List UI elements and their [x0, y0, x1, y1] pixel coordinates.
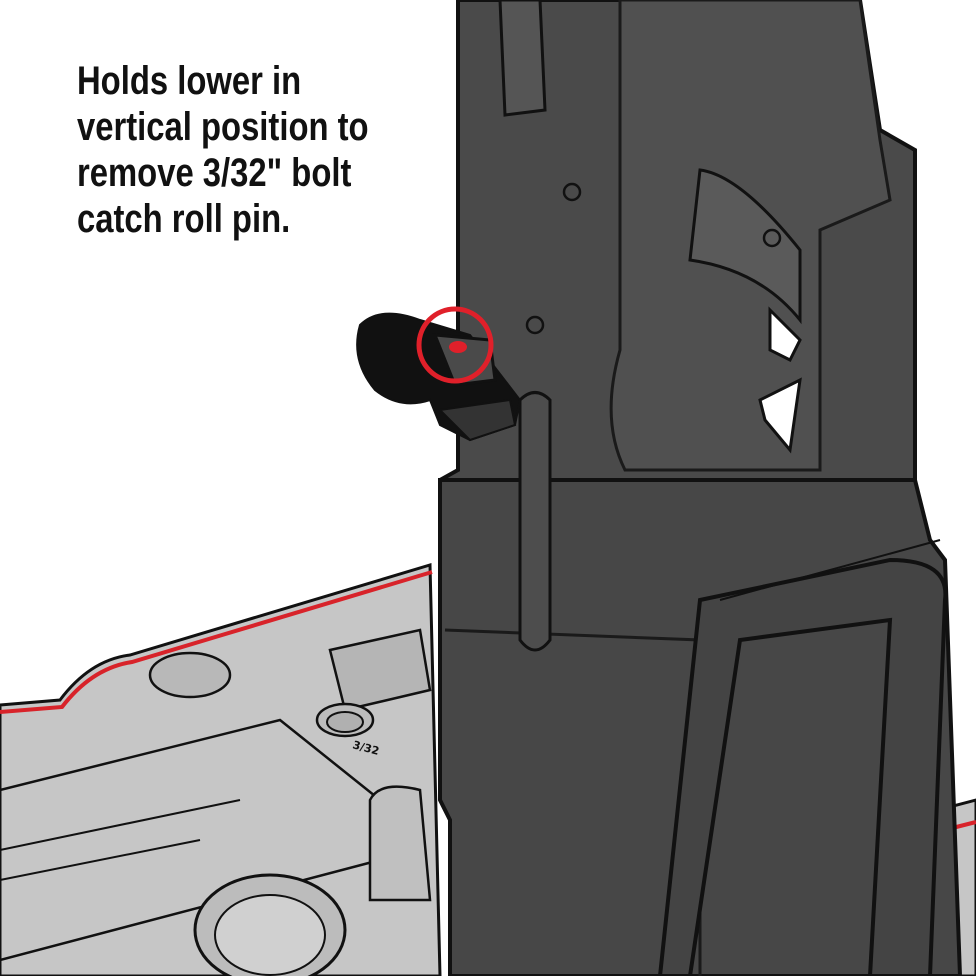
roll-pin-dot: [449, 341, 467, 353]
caption-line: Holds lower in: [77, 59, 302, 103]
caption-line: remove 3/32" bolt: [77, 151, 352, 195]
lower-receiver: [438, 0, 963, 976]
roll-pin-highlight: [416, 306, 494, 384]
caption-line: vertical position to: [77, 105, 369, 149]
caption-line: catch roll pin.: [77, 197, 291, 241]
red-circle-icon: [416, 306, 494, 384]
caption: Holds lower in vertical position to remo…: [77, 58, 369, 242]
